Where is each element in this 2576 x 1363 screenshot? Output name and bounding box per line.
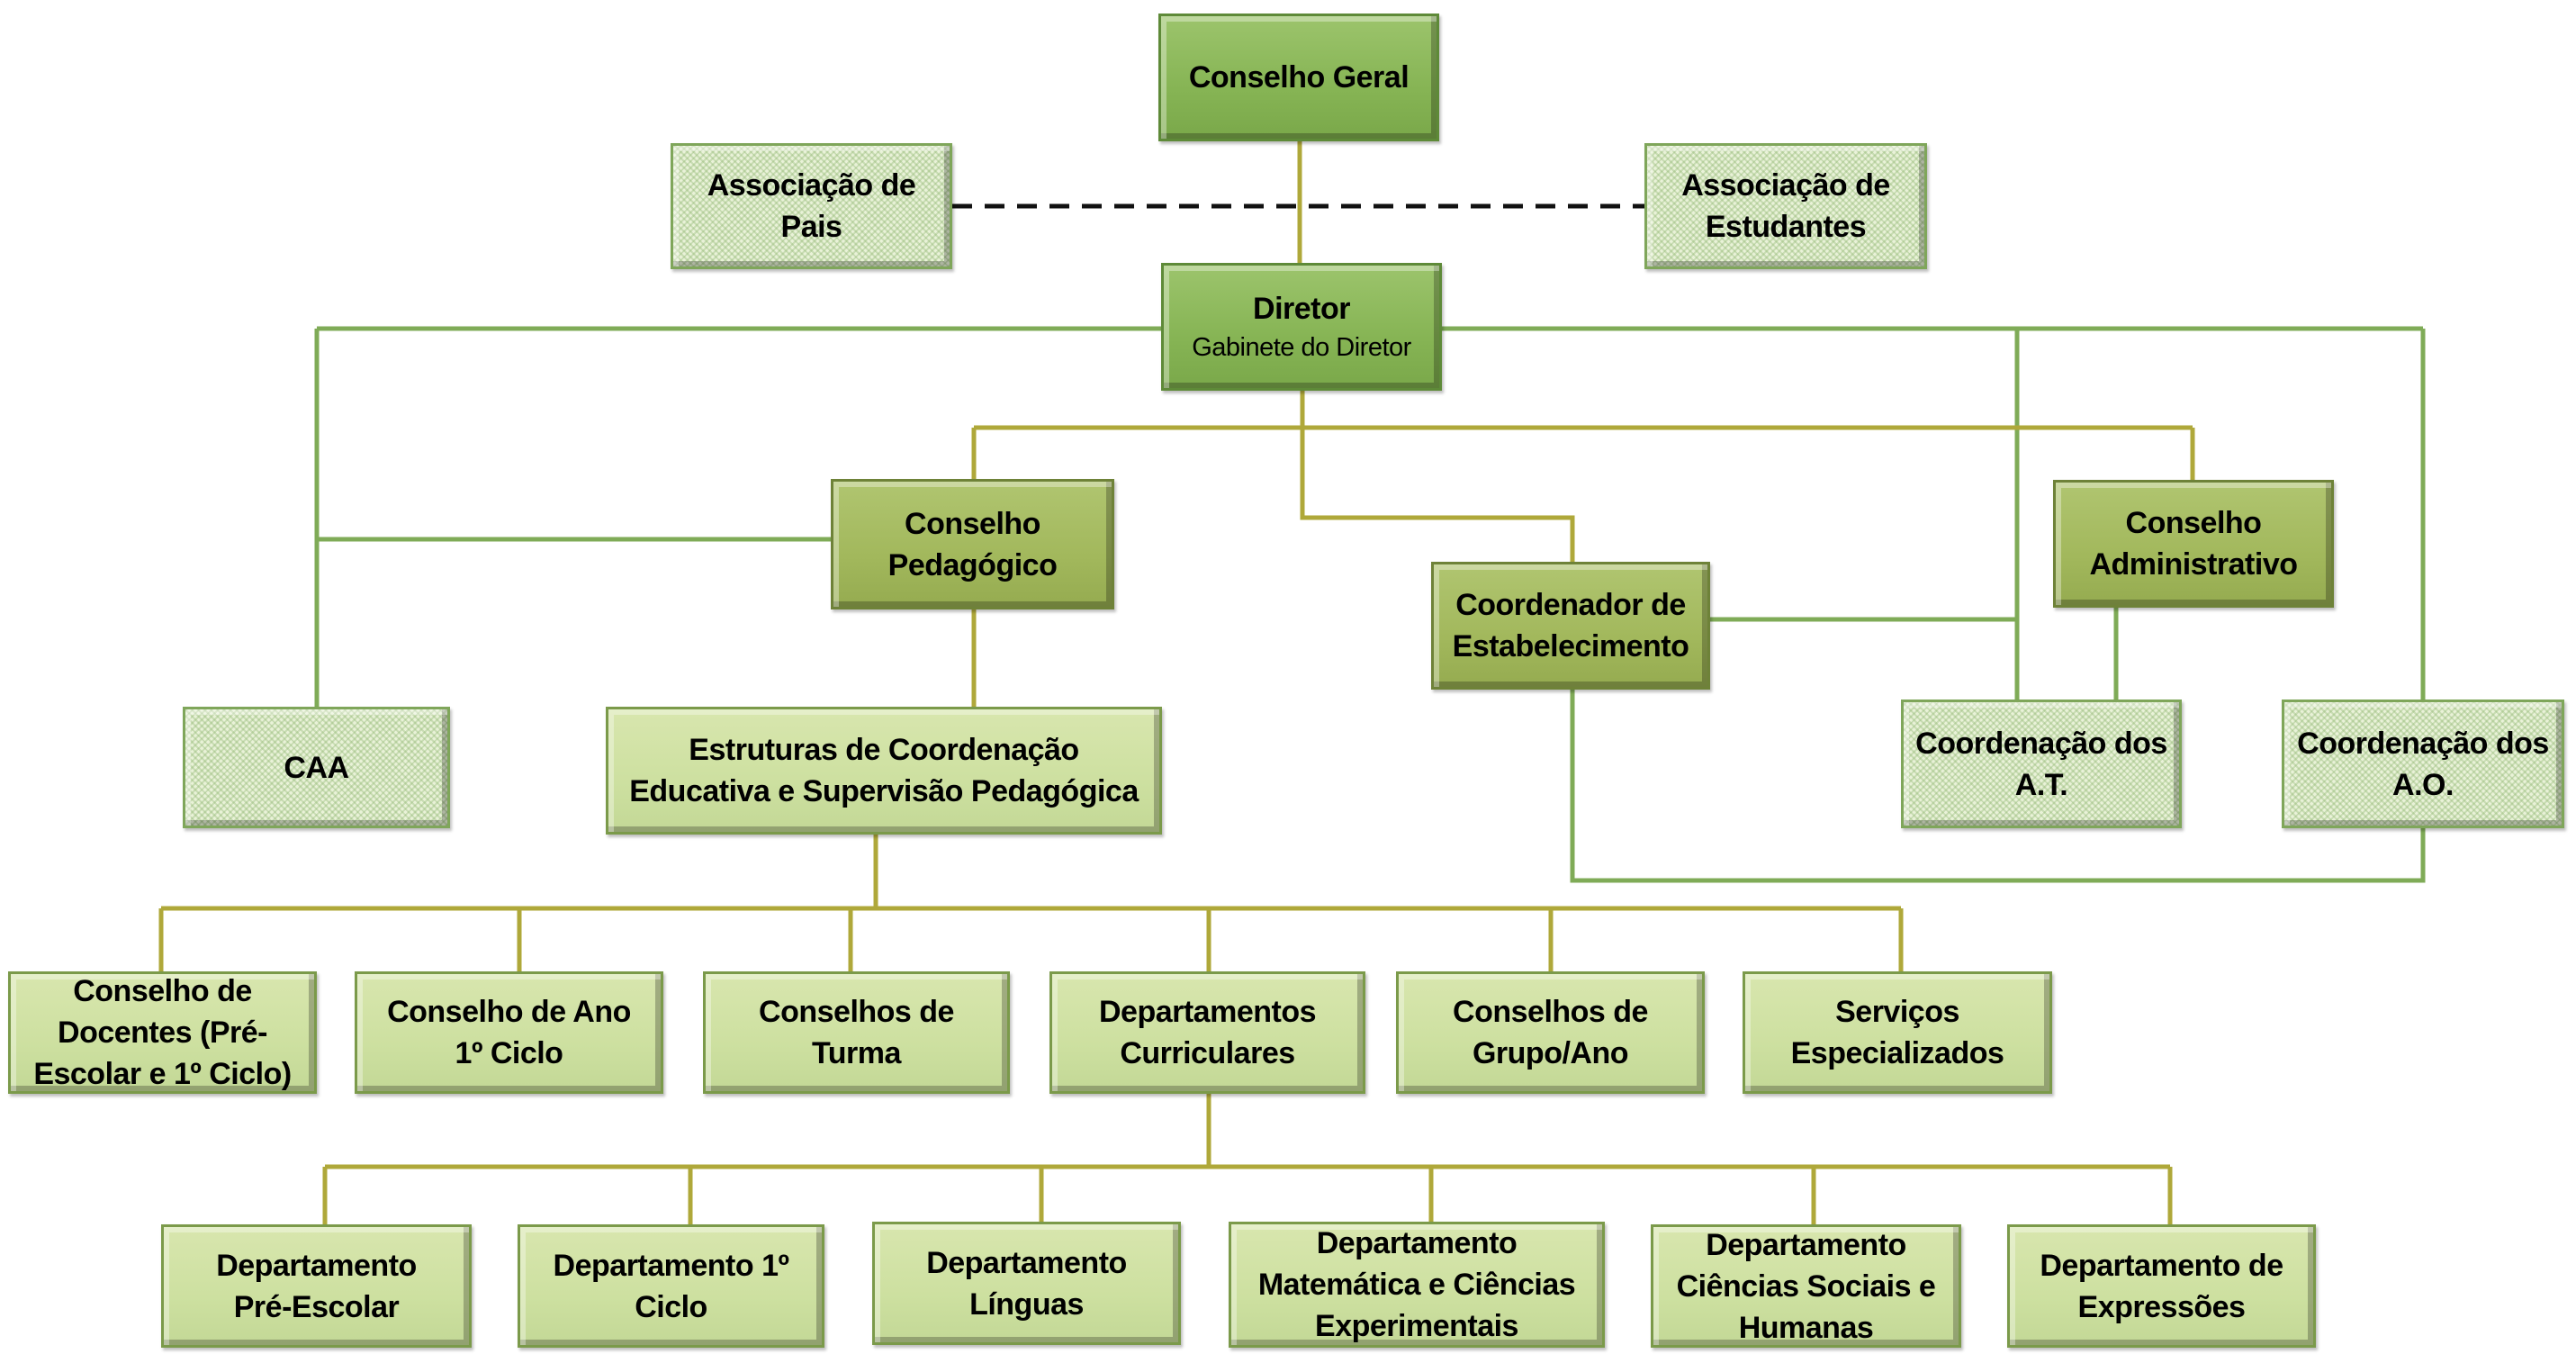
node-label-line: Diretor	[1253, 292, 1350, 326]
node-label-line: Turma	[812, 1036, 901, 1070]
node-label-line: Humanas	[1738, 1310, 1874, 1345]
node-label-line: 1º Ciclo	[455, 1036, 563, 1070]
node-label-line: Departamento	[216, 1248, 417, 1283]
node-subtitle: Gabinete do Diretor	[1192, 333, 1411, 362]
node-label-line: Estruturas de Coordenação	[689, 733, 1079, 767]
node-label-line: Pedagógico	[887, 547, 1058, 582]
node-label-line: Curriculares	[1120, 1036, 1295, 1070]
node-associacao-pais: Associação de Pais	[671, 143, 952, 269]
node-label-line: Pré-Escolar	[233, 1289, 400, 1324]
node-label-line: Conselhos de	[1453, 995, 1648, 1029]
node-label-line: Serviços	[1835, 995, 1959, 1029]
node-label-line: Escolar e 1º Ciclo)	[33, 1057, 292, 1091]
node-label-line: CAA	[284, 750, 349, 785]
node-label-line: Conselho Geral	[1188, 60, 1410, 95]
node-label-line: Estudantes	[1705, 210, 1867, 244]
node-label-line: Departamentos	[1098, 995, 1317, 1029]
node-label-line: Administrativo	[2089, 547, 2298, 582]
node-label-line: Experimentais	[1315, 1309, 1518, 1343]
node-conselho-geral: Conselho Geral	[1158, 14, 1439, 141]
node-label-line: Especializados	[1790, 1036, 2004, 1070]
node-conselho-docentes: Conselho de Docentes (Pré- Escolar e 1º Ci…	[8, 971, 317, 1094]
node-caa: CAA	[183, 707, 450, 828]
node-label-line: Departamento	[926, 1245, 1127, 1280]
node-label-line: Pais	[780, 210, 842, 244]
node-label-line: Associação de	[707, 168, 916, 203]
node-label-line: Ciclo	[635, 1289, 707, 1324]
node-label-line: Departamento	[1316, 1226, 1518, 1260]
node-label-line: Coordenação dos	[2297, 726, 2549, 761]
node-label-line: Associação de	[1681, 168, 1890, 203]
connector-coordenador-ao	[1570, 690, 2426, 883]
node-label-line: A.O.	[2392, 767, 2454, 802]
node-conselho-ano: Conselho de Ano 1º Ciclo	[355, 971, 663, 1094]
node-label-line: Departamento de	[2040, 1248, 2283, 1283]
node-label-line: Conselho de Ano	[387, 995, 631, 1029]
node-conselhos-grupo: Conselhos de Grupo/Ano	[1396, 971, 1705, 1094]
node-label-line: Línguas	[969, 1286, 1084, 1322]
node-dep-1ciclo: Departamento 1º Ciclo	[518, 1224, 824, 1348]
node-label-line: Docentes (Pré-	[58, 1015, 267, 1050]
node-label-line: Estabelecimento	[1452, 629, 1689, 663]
node-label-line: Coordenador de	[1455, 588, 1686, 622]
node-label-line: A.T.	[2014, 767, 2068, 802]
node-label-line: Conselho	[905, 506, 1040, 541]
node-associacao-estudantes: Associação de Estudantes	[1644, 143, 1927, 269]
node-label-line: Coordenação dos	[1915, 726, 2167, 761]
node-label-line: Grupo/Ano	[1472, 1036, 1629, 1070]
node-label-line: Conselhos de	[759, 995, 954, 1029]
node-conselhos-turma: Conselhos de Turma	[703, 971, 1010, 1094]
connector-diretor-coordenador	[1300, 428, 1575, 562]
node-coordenador-estabelecimento: Coordenador de Estabelecimento	[1431, 562, 1710, 690]
node-label-line: Ciências Sociais e	[1676, 1268, 1936, 1304]
node-label-line: Departamento 1º	[553, 1248, 789, 1283]
node-label-line: Conselho de	[73, 974, 252, 1008]
node-label-line: Departamento	[1706, 1227, 1906, 1262]
node-label-line: Conselho	[2125, 506, 2262, 540]
node-label-line: Expressões	[2077, 1289, 2246, 1324]
node-label-line: Educativa e Supervisão Pedagógica	[629, 774, 1139, 808]
node-label-line: Matemática e Ciências	[1257, 1268, 1576, 1302]
node-dep-expressoes: Departamento de Expressões	[2007, 1224, 2316, 1348]
